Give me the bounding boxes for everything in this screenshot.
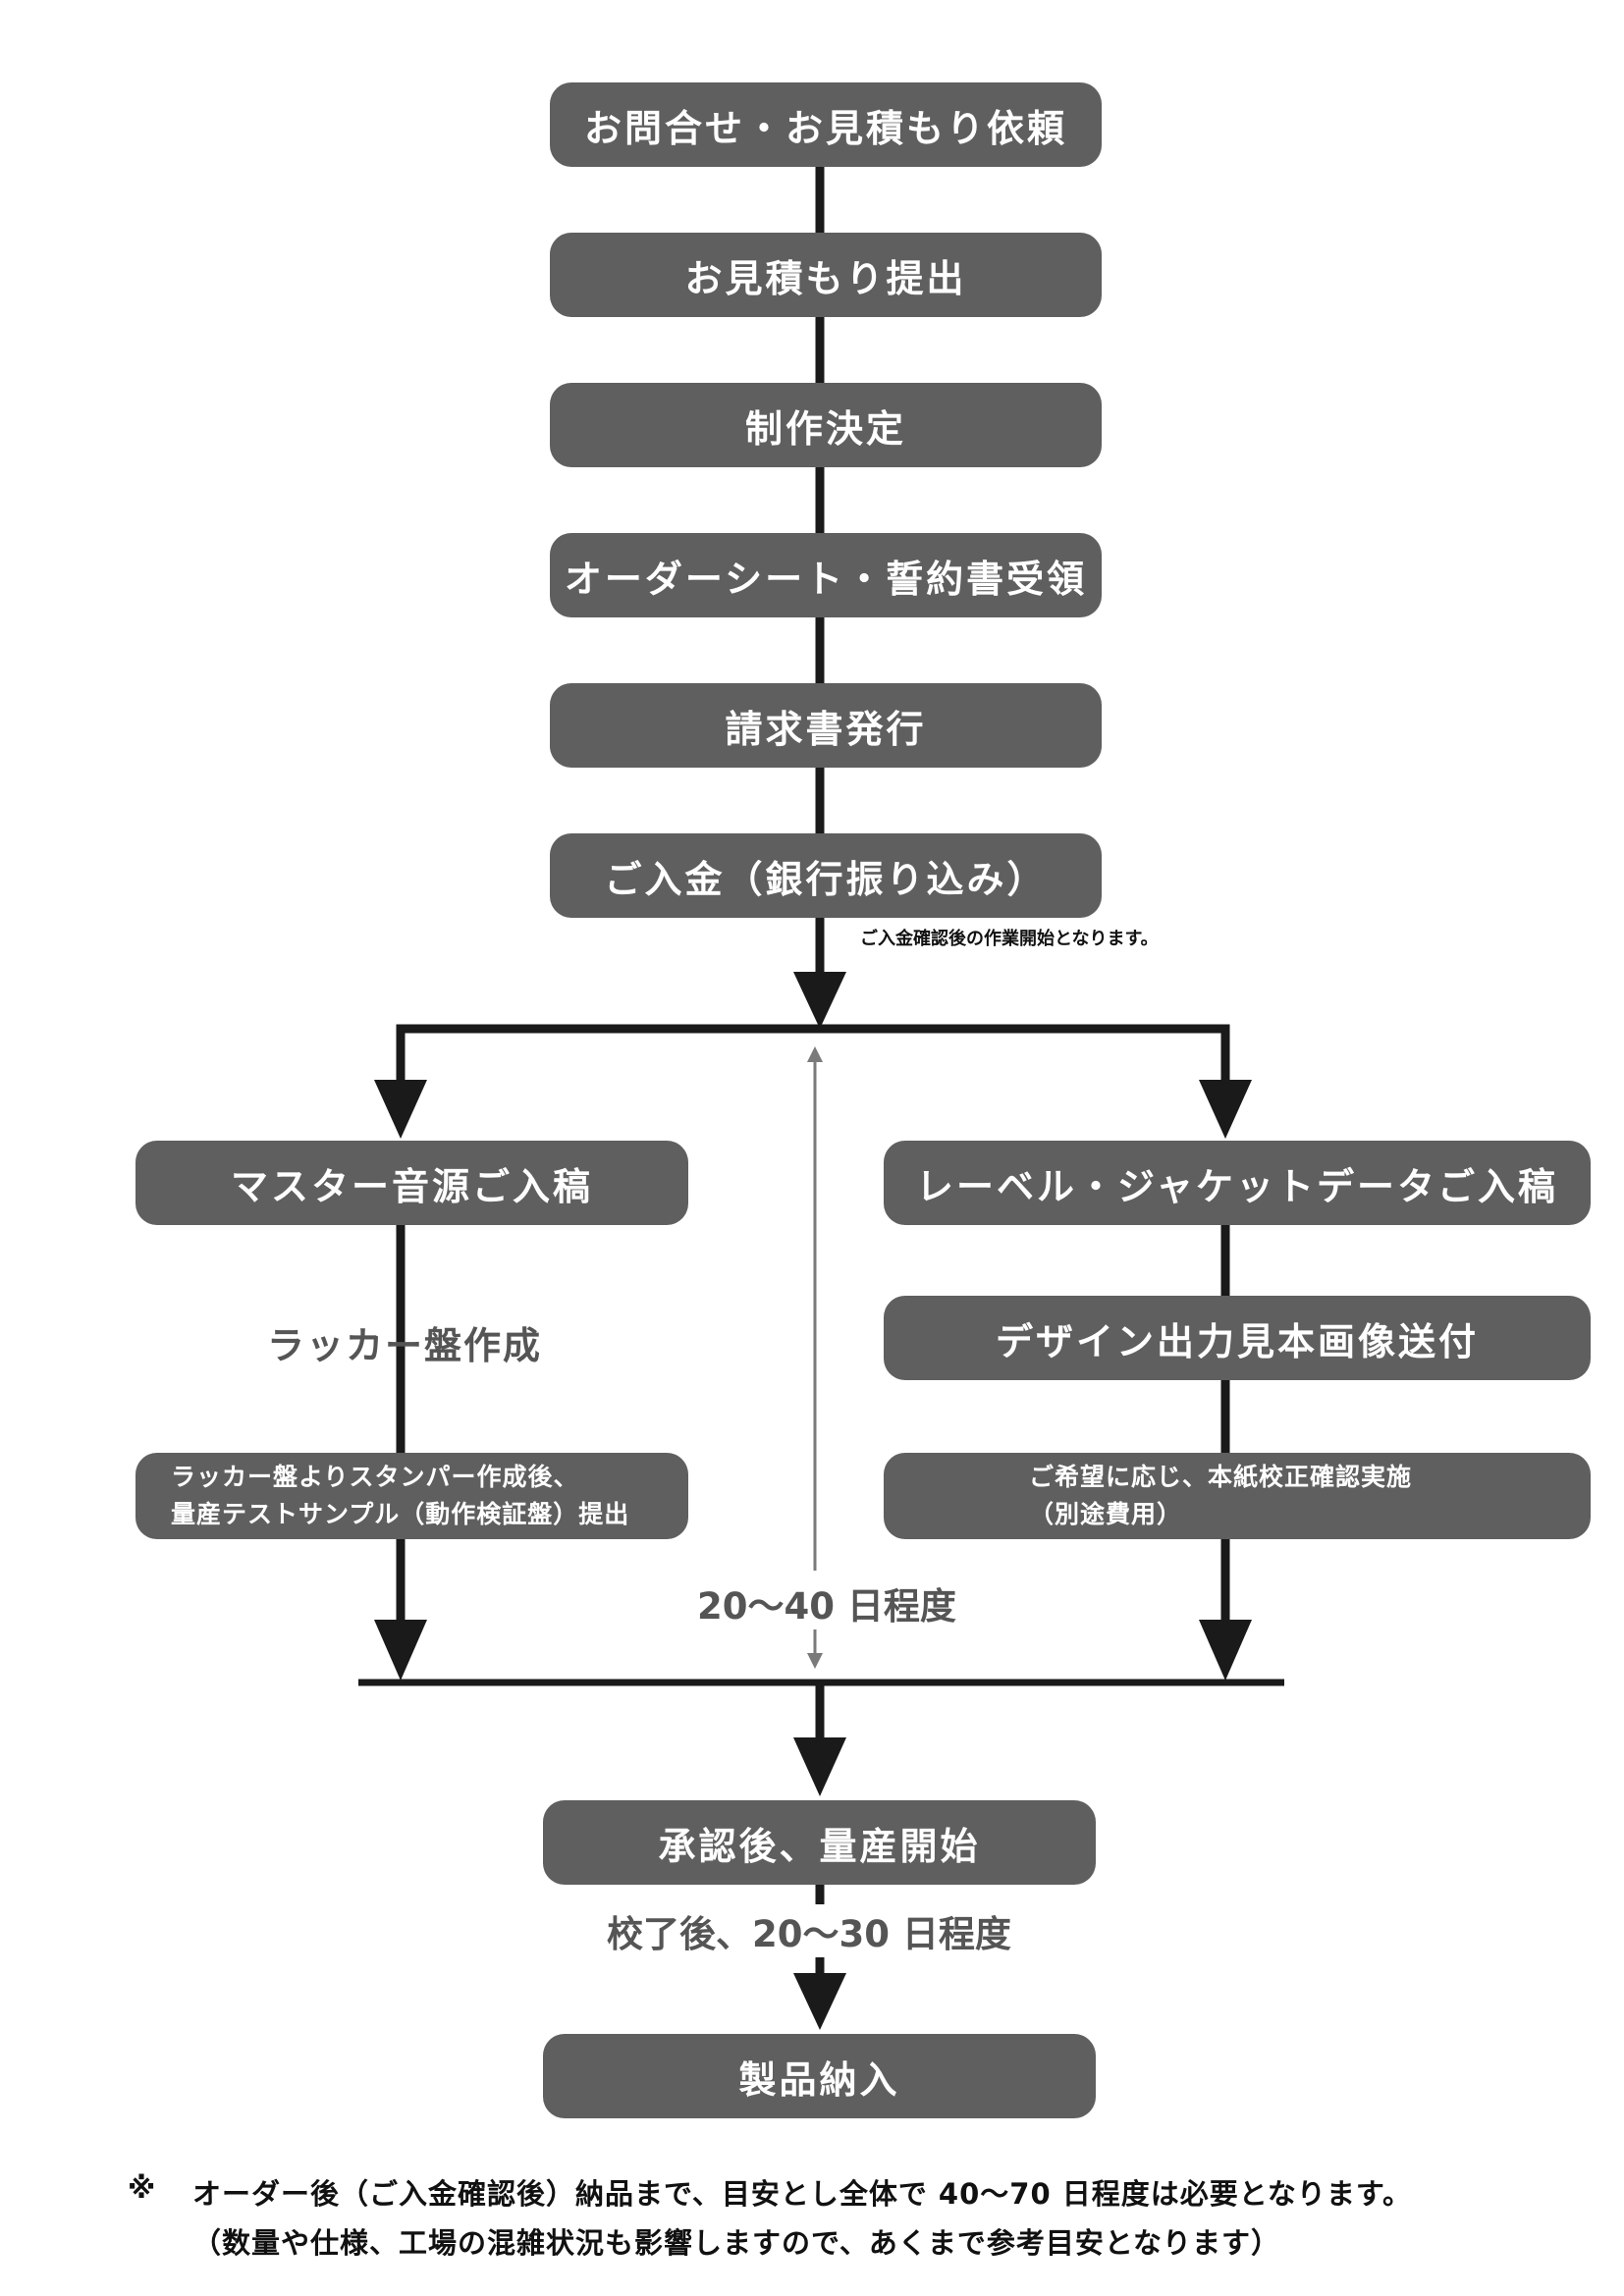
step-master-submission: マスター音源ご入稿	[135, 1141, 688, 1225]
footnote-line-2: （数量や仕様、工場の混雑状況も影響しますので、あくまで参考目安となります）	[192, 2226, 1280, 2260]
arrow-head	[1199, 1620, 1252, 1681]
step-estimate: お見積もり提出	[550, 233, 1102, 317]
step-approval: 承認後、量産開始	[543, 1800, 1096, 1885]
arrow-head	[374, 1080, 427, 1139]
step-design-proof-image: デザイン出力見本画像送付	[884, 1296, 1591, 1380]
step-decision: 制作決定	[550, 383, 1102, 467]
step-order-sheet: オーダーシート・誓約書受領	[550, 533, 1102, 617]
guide-arrow-up	[807, 1046, 823, 1062]
footnote-mark: ※	[128, 2171, 157, 2205]
guide-arrow-down	[807, 1653, 823, 1669]
payment-note: ご入金確認後の作業開始となります。	[860, 929, 1159, 949]
arrow-head	[1199, 1080, 1252, 1139]
arrow-head	[374, 1620, 427, 1681]
arrow-head	[793, 1973, 846, 2030]
step-payment: ご入金（銀行振り込み）	[550, 833, 1102, 918]
stamper-line-1: ラッカー盤よりスタンパー作成後、	[171, 1463, 579, 1491]
step-label-data-submission: レーベル・ジャケットデータご入稿	[884, 1141, 1591, 1225]
duration-middle-label: 20〜40 日程度	[693, 1576, 960, 1629]
step-inquiry: お問合せ・お見積もり依頼	[550, 82, 1102, 167]
step-stamper-sample: ラッカー盤よりスタンパー作成後、 量産テストサンプル（動作検証盤）提出	[135, 1453, 688, 1539]
proof-line-2: （別途費用）	[1029, 1500, 1183, 1528]
step-invoice: 請求書発行	[550, 683, 1102, 768]
step-paper-proof: ご希望に応じ、本紙校正確認実施 （別途費用）	[884, 1453, 1591, 1539]
split-bar	[396, 1024, 1230, 1092]
footnote-line-1: オーダー後（ご入金確認後）納品まで、目安とし全体で 40〜70 日程度は必要とな…	[192, 2177, 1412, 2211]
duration-after-label: 校了後、20〜30 日程度	[603, 1904, 1015, 1957]
arrow-head	[793, 972, 846, 1029]
step-delivery: 製品納入	[543, 2034, 1096, 2118]
lacquer-label: ラッカー盤作成	[267, 1324, 543, 1367]
arrow-head	[793, 1737, 846, 1796]
stamper-line-2: 量産テストサンプル（動作検証盤）提出	[171, 1500, 630, 1528]
proof-line-1: ご希望に応じ、本紙校正確認実施	[1029, 1463, 1413, 1491]
